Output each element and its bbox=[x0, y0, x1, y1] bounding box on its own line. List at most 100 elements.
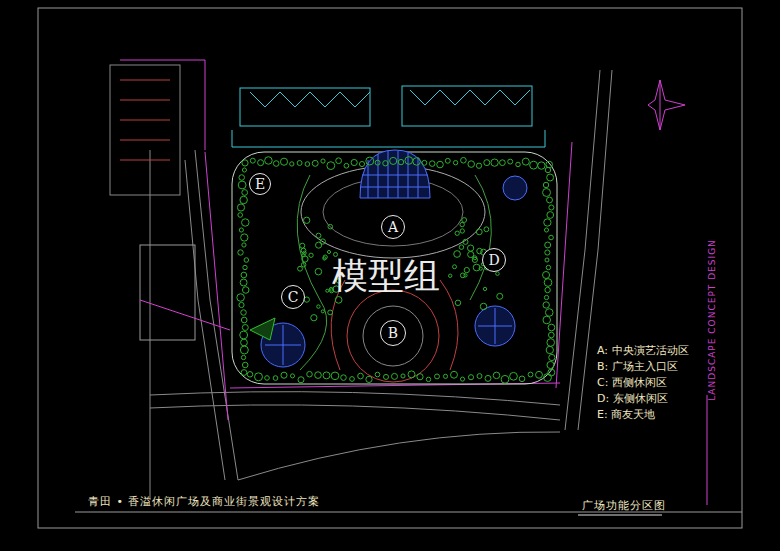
tree-symbol bbox=[240, 346, 248, 354]
tree-symbol bbox=[237, 294, 245, 302]
tree-symbol bbox=[519, 376, 525, 382]
tree-symbol bbox=[453, 161, 457, 165]
plaza bbox=[232, 150, 557, 384]
tree-symbol bbox=[383, 374, 388, 379]
tree-symbol bbox=[468, 161, 475, 168]
tree-symbol bbox=[549, 235, 554, 240]
plan-caption: 广场功能分区图 bbox=[582, 498, 666, 513]
tree-symbol bbox=[242, 190, 248, 196]
tree-symbol bbox=[543, 302, 549, 308]
tree-symbol bbox=[536, 371, 543, 378]
tree-symbol bbox=[461, 157, 467, 163]
tree-symbol bbox=[326, 289, 329, 292]
tree-symbol bbox=[321, 310, 324, 313]
tree-symbol bbox=[544, 228, 548, 232]
tree-symbol bbox=[544, 295, 548, 299]
tree-symbol bbox=[241, 370, 247, 376]
tree-symbol bbox=[328, 224, 333, 229]
tree-symbol bbox=[417, 374, 423, 380]
tree-symbol bbox=[476, 163, 481, 168]
tree-symbol bbox=[547, 197, 553, 203]
zone-letter: E bbox=[255, 177, 265, 191]
tree-symbol bbox=[545, 167, 550, 172]
tree-symbol bbox=[311, 315, 317, 321]
tree-symbol bbox=[543, 316, 551, 324]
tree-symbol bbox=[328, 310, 333, 315]
tree-symbol bbox=[462, 218, 467, 223]
tree-symbol bbox=[468, 251, 474, 257]
tree-symbol bbox=[463, 239, 468, 244]
legend-entry: D: 东侧休闲区 bbox=[597, 391, 668, 406]
tree-symbol bbox=[327, 162, 335, 170]
tree-symbol bbox=[546, 346, 553, 353]
tree-symbol bbox=[335, 297, 342, 304]
tree-symbol bbox=[351, 159, 357, 165]
tree-symbol bbox=[242, 325, 248, 331]
zone-letter: D bbox=[488, 253, 499, 267]
tree-symbol bbox=[544, 374, 552, 382]
tree-symbol bbox=[242, 160, 248, 166]
tree-symbol bbox=[244, 258, 249, 263]
tree-symbol bbox=[547, 174, 554, 181]
tree-symbol bbox=[297, 161, 302, 166]
tree-symbol bbox=[545, 287, 550, 292]
tree-symbol bbox=[307, 371, 313, 377]
tree-symbol bbox=[543, 189, 551, 197]
tree-symbol bbox=[545, 309, 553, 317]
tree-symbol bbox=[546, 161, 553, 168]
tree-symbol bbox=[546, 265, 550, 269]
tree-symbol bbox=[522, 158, 529, 165]
tree-symbol bbox=[467, 245, 473, 251]
tree-symbol bbox=[265, 376, 270, 381]
tree-symbol bbox=[247, 372, 252, 377]
zone-marker: A bbox=[381, 215, 405, 239]
tree-symbol bbox=[510, 372, 518, 380]
tree-symbol bbox=[485, 375, 491, 381]
tree-symbol bbox=[549, 205, 554, 210]
tree-symbol bbox=[250, 158, 255, 163]
tree-symbol bbox=[241, 339, 248, 346]
tree-symbol bbox=[300, 243, 305, 248]
tree-symbol bbox=[242, 362, 248, 368]
tree-symbol bbox=[238, 181, 246, 189]
tree-symbol bbox=[237, 204, 244, 211]
tree-symbol bbox=[316, 233, 321, 238]
tree-symbol bbox=[545, 242, 551, 248]
tree-symbol bbox=[241, 355, 245, 359]
tree-symbol bbox=[454, 251, 461, 258]
tree-symbol bbox=[548, 324, 555, 331]
zone-letter: B bbox=[388, 326, 398, 340]
tree-symbol bbox=[358, 373, 364, 379]
tree-symbol bbox=[238, 250, 243, 255]
zone-marker: D bbox=[482, 248, 506, 272]
tree-symbol bbox=[309, 253, 313, 257]
tree-symbol bbox=[460, 229, 464, 233]
tree-symbol bbox=[305, 162, 310, 167]
tree-symbol bbox=[473, 264, 480, 271]
tree-symbol bbox=[242, 287, 249, 294]
tree-symbol bbox=[477, 374, 482, 379]
tree-symbol bbox=[341, 375, 347, 381]
tree-symbol bbox=[408, 371, 415, 378]
legend-entry: A: 中央演艺活动区 bbox=[597, 343, 689, 358]
tree-symbol bbox=[472, 257, 477, 262]
tree-symbol bbox=[366, 376, 372, 382]
zone-marker: C bbox=[281, 285, 305, 309]
legend-entry: B: 广场主入口区 bbox=[597, 359, 678, 374]
tree-symbol bbox=[437, 161, 444, 168]
tree-symbol bbox=[258, 160, 264, 166]
tree-symbol bbox=[239, 302, 244, 307]
tree-symbol bbox=[241, 272, 247, 278]
tree-symbol bbox=[390, 157, 397, 164]
tree-symbol bbox=[350, 377, 355, 382]
tree-symbol bbox=[543, 182, 548, 187]
tree-symbol bbox=[366, 157, 374, 165]
tree-symbol bbox=[429, 161, 435, 167]
tree-symbol bbox=[455, 231, 459, 235]
tree-symbol bbox=[323, 372, 330, 379]
tree-symbol bbox=[375, 372, 380, 377]
tree-symbol bbox=[321, 159, 325, 163]
tree-symbol bbox=[298, 377, 304, 383]
tree-symbol bbox=[448, 274, 451, 277]
